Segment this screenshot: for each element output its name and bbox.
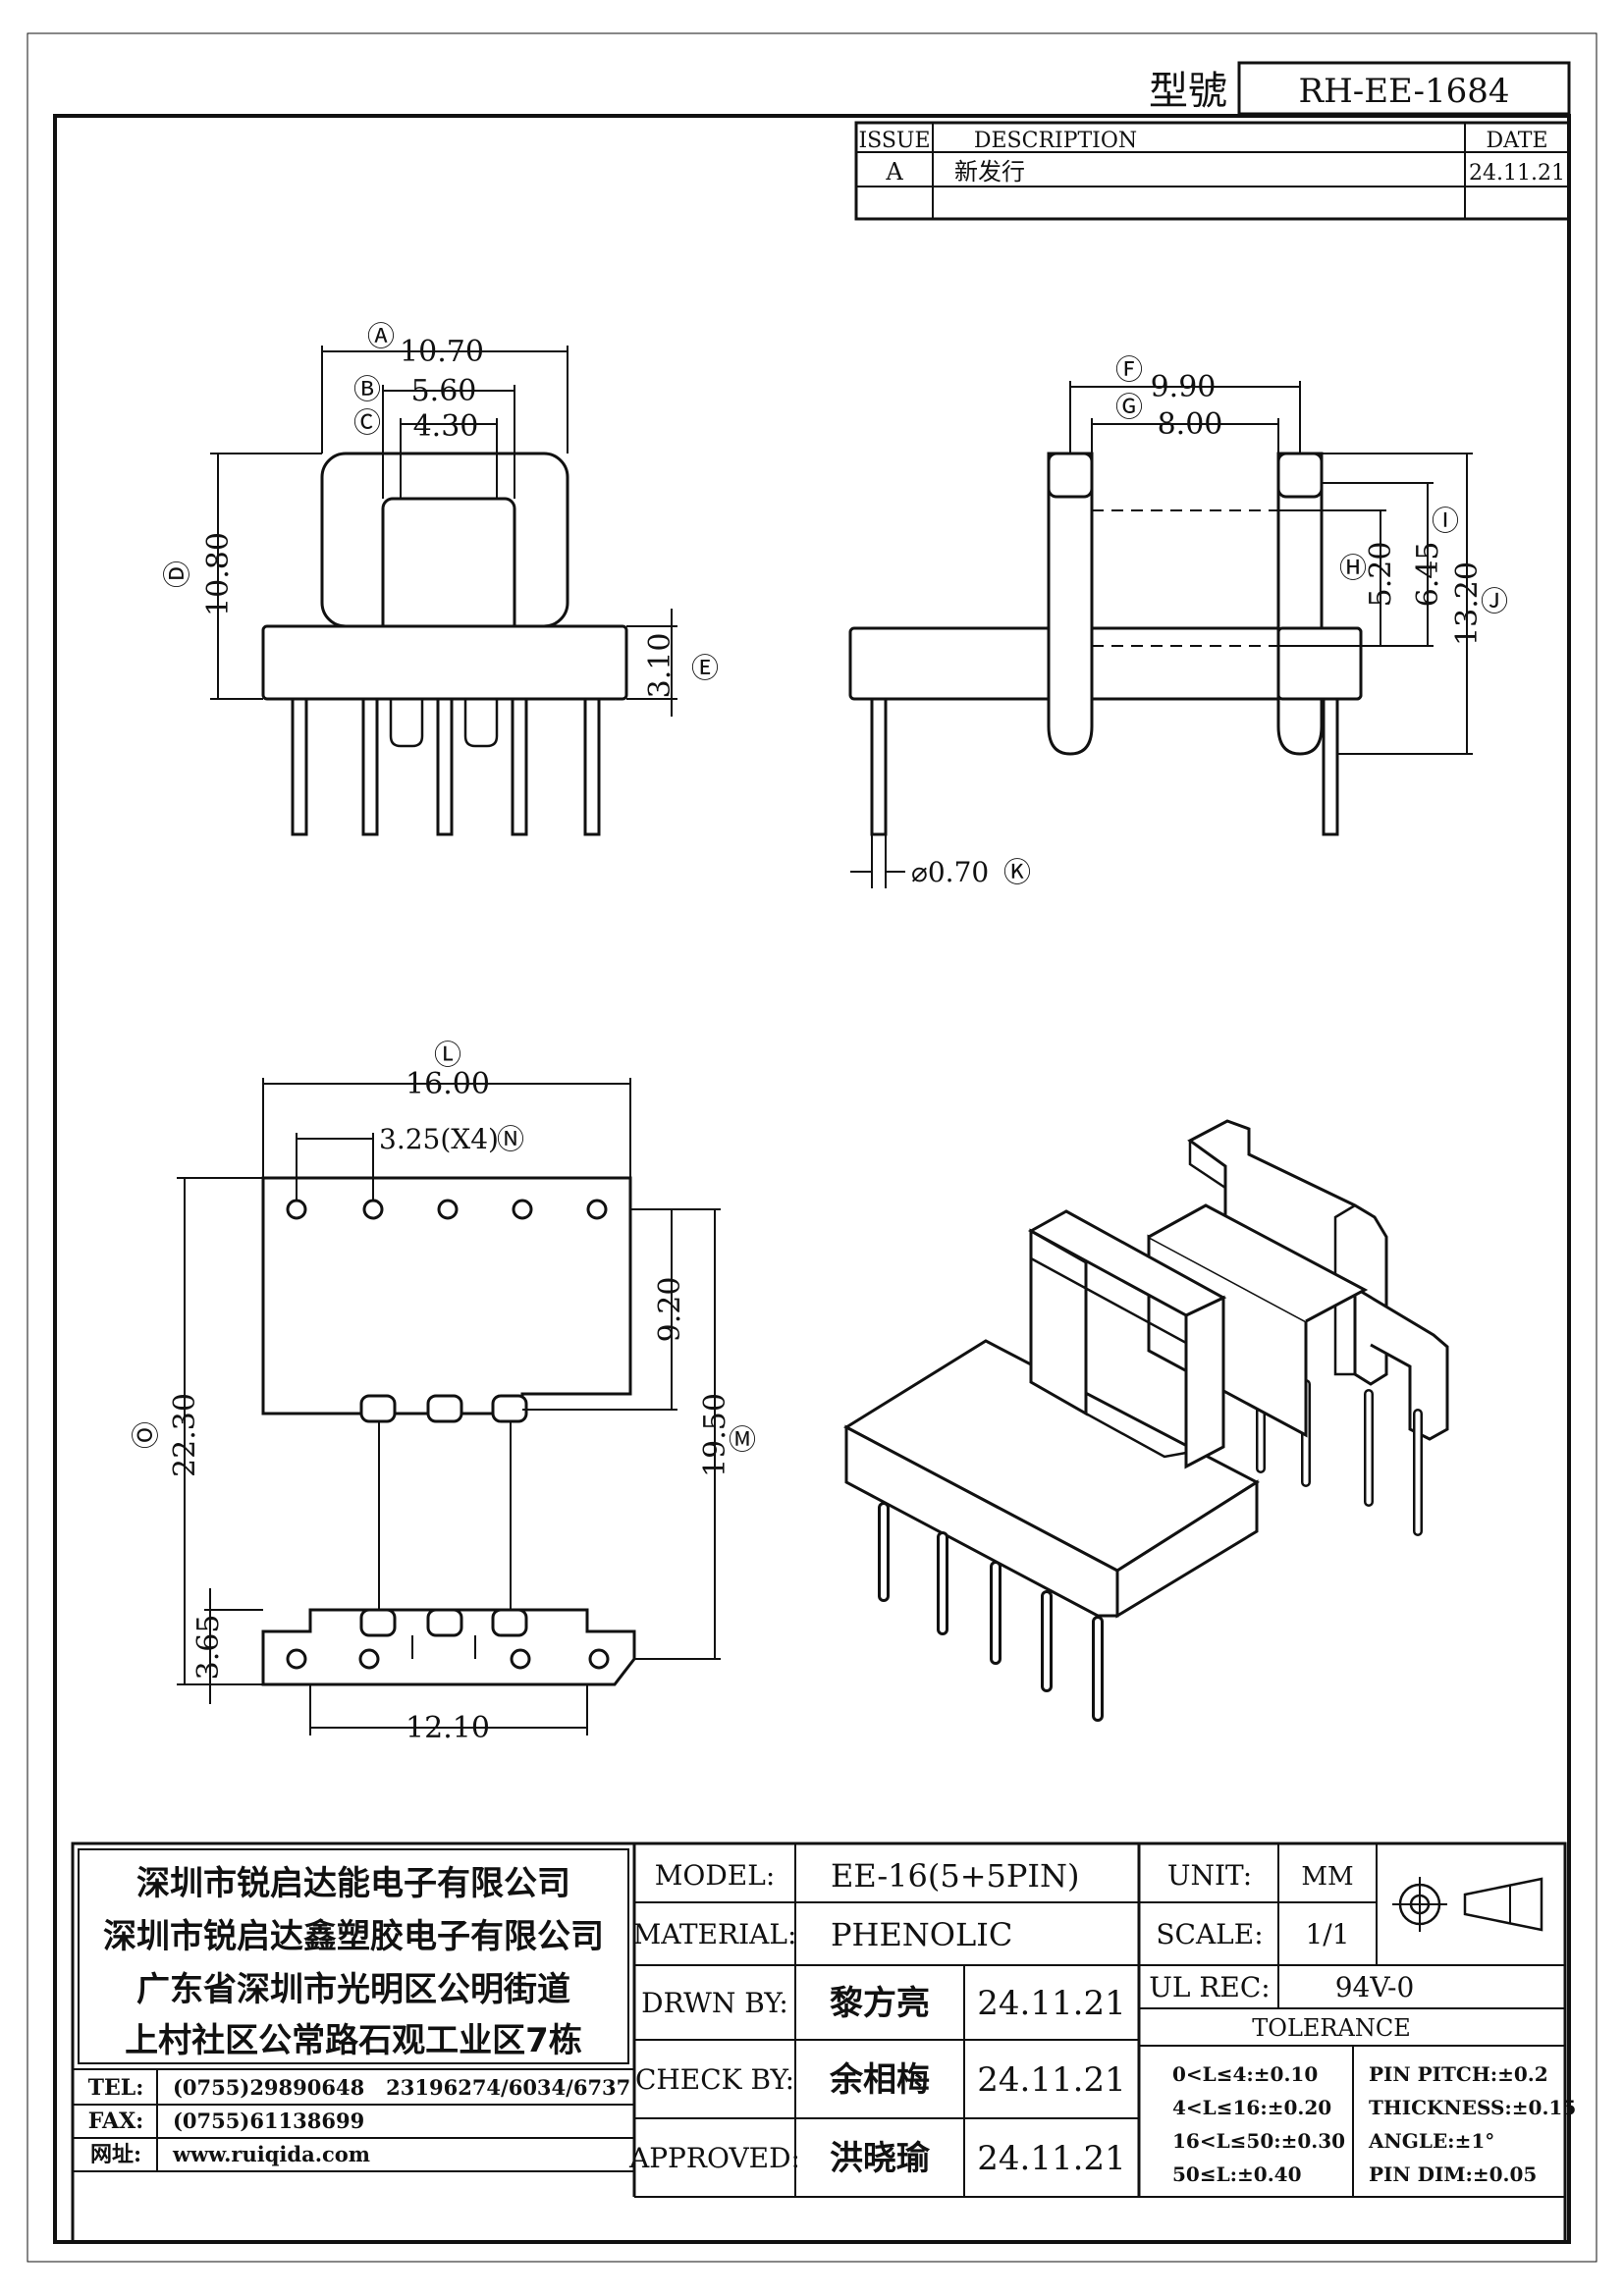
unit-label: UNIT:: [1167, 1859, 1252, 1892]
rev-description: 新发行: [954, 158, 1025, 186]
dim-E-circle: Ⓔ: [691, 652, 719, 684]
tolerance-right-2: THICKNESS:±0.15: [1369, 2096, 1576, 2119]
company-line-2: 深圳市锐启达鑫塑胶电子有限公司: [103, 1917, 604, 1956]
dim-D-value: 10.80: [201, 532, 236, 616]
check-name: 余相梅: [829, 2060, 930, 2100]
dim-H-circle: Ⓗ: [1339, 552, 1367, 584]
web-value: www.ruiqida.com: [172, 2142, 370, 2166]
company-line-3: 广东省深圳市光明区公明街道: [136, 1970, 570, 2009]
drawn-name: 黎方亮: [830, 1984, 930, 2023]
dim-I-value: 6.45: [1411, 542, 1445, 608]
ul-label: UL REC:: [1149, 1971, 1270, 2003]
tolerance-left-4: 50≤L:±0.40: [1172, 2163, 1302, 2186]
side-view: Ⓕ 9.90 Ⓖ 8.00 5.20 Ⓗ 6.45 Ⓘ 13.20 Ⓙ ⌀0.7…: [848, 353, 1508, 888]
dim-F-value: 9.90: [1151, 370, 1217, 404]
model-field-value: EE-16(5+5PIN): [831, 1857, 1080, 1895]
dim-N-value: 3.25(X4): [379, 1123, 499, 1155]
dim-L-circle: Ⓛ: [434, 1039, 461, 1071]
tel-label: TEL:: [88, 2075, 144, 2101]
dim-G-circle: Ⓖ: [1115, 391, 1143, 423]
model-number: RH-EE-1684: [1298, 72, 1509, 111]
drawn-label: DRWN BY:: [641, 1987, 788, 2019]
dim-K-value: ⌀0.70: [911, 856, 989, 888]
dim-F-circle: Ⓕ: [1115, 353, 1143, 386]
tolerance-label: TOLERANCE: [1252, 2014, 1410, 2042]
dim-M-value: 19.50: [698, 1393, 732, 1477]
dim-J-value: 13.20: [1450, 561, 1485, 646]
approved-label: APPROVED:: [628, 2142, 800, 2174]
approved-name: 洪晓瑜: [830, 2139, 931, 2178]
approved-date: 24.11.21: [977, 2139, 1125, 2178]
dim-O-circle: Ⓞ: [130, 1421, 162, 1449]
dim-G-value: 8.00: [1158, 407, 1223, 442]
company-line-4: 上村社区公常路石观工业区7栋: [125, 2021, 582, 2060]
title-block: 深圳市锐启达能电子有限公司 深圳市锐启达鑫塑胶电子有限公司 广东省深圳市光明区公…: [71, 1842, 1576, 2244]
projection-symbol-icon: [1392, 1877, 1543, 1932]
model-number-box: [1237, 61, 1571, 116]
rev-header-description: DESCRIPTION: [974, 129, 1137, 153]
tolerance-right-4: PIN DIM:±0.05: [1369, 2163, 1537, 2186]
tolerance-right-1: PIN PITCH:±0.2: [1369, 2062, 1548, 2086]
tolerance-right-3: ANGLE:±1°: [1368, 2129, 1494, 2153]
dim-J-circle: Ⓙ: [1481, 585, 1508, 617]
dim-D-circle: Ⓓ: [161, 561, 193, 588]
isometric-view: [842, 1119, 1449, 1722]
tel-value: (0755)29890648 23196274/6034/6737: [173, 2075, 630, 2100]
dim-I-circle: Ⓘ: [1432, 505, 1459, 537]
dim-C-circle: Ⓒ: [353, 406, 381, 439]
front-view: Ⓐ 10.70 Ⓑ 5.60 Ⓒ 4.30 10.80 Ⓓ 3.10 Ⓔ: [161, 320, 719, 836]
rev-date: 24.11.21: [1469, 161, 1565, 186]
bottom-view: Ⓛ 16.00 3.25(X4) Ⓝ 22.30 Ⓞ 3.65 9.20 19.…: [130, 1039, 756, 1745]
web-label: 网址:: [90, 2142, 141, 2167]
revision-table: ISSUE DESCRIPTION DATE A 新发行 24.11.21: [854, 121, 1571, 221]
rev-header-date: DATE: [1486, 129, 1547, 153]
company-line-1: 深圳市锐启达能电子有限公司: [136, 1864, 570, 1903]
dim-K-circle: Ⓚ: [1003, 856, 1031, 888]
model-label: 型號: [1149, 69, 1227, 114]
dim-R-value: 12.10: [406, 1711, 490, 1745]
dim-A-value: 10.70: [400, 335, 484, 369]
scale-label: SCALE:: [1156, 1918, 1263, 1950]
dim-B-value: 5.60: [411, 374, 477, 408]
dim-H-value: 5.20: [1364, 542, 1398, 608]
dim-N-circle: Ⓝ: [497, 1123, 524, 1155]
material-value: PHENOLIC: [831, 1916, 1012, 1953]
material-label: MATERIAL:: [633, 1918, 797, 1950]
dim-L-value: 16.00: [406, 1067, 490, 1101]
dim-P-value: 9.20: [653, 1277, 687, 1343]
dim-A-circle: Ⓐ: [367, 320, 395, 352]
check-date: 24.11.21: [977, 2060, 1125, 2100]
fax-value: (0755)61138699: [173, 2109, 364, 2133]
drawn-date: 24.11.21: [977, 1984, 1125, 2023]
ul-value: 94V-0: [1335, 1971, 1415, 2003]
dim-O-value: 22.30: [168, 1393, 202, 1477]
dim-M-circle: Ⓜ: [729, 1423, 756, 1456]
rev-header-issue: ISSUE: [858, 129, 930, 153]
outer-frame: [27, 32, 1597, 2263]
dim-B-circle: Ⓑ: [353, 373, 381, 405]
rev-issue: A: [885, 158, 903, 186]
fax-label: FAX:: [88, 2109, 144, 2134]
tolerance-left-3: 16<L≤50:±0.30: [1172, 2129, 1345, 2153]
check-label: CHECK BY:: [635, 2063, 794, 2096]
unit-value: MM: [1301, 1862, 1353, 1892]
tolerance-left-1: 0<L≤4:±0.10: [1172, 2062, 1318, 2086]
dim-Q-value: 3.65: [191, 1615, 226, 1681]
model-field-label: MODEL:: [655, 1859, 776, 1892]
tolerance-left-2: 4<L≤16:±0.20: [1172, 2096, 1331, 2119]
dim-E-value: 3.10: [643, 633, 677, 699]
scale-value: 1/1: [1305, 1918, 1349, 1950]
dim-C-value: 4.30: [413, 409, 479, 444]
